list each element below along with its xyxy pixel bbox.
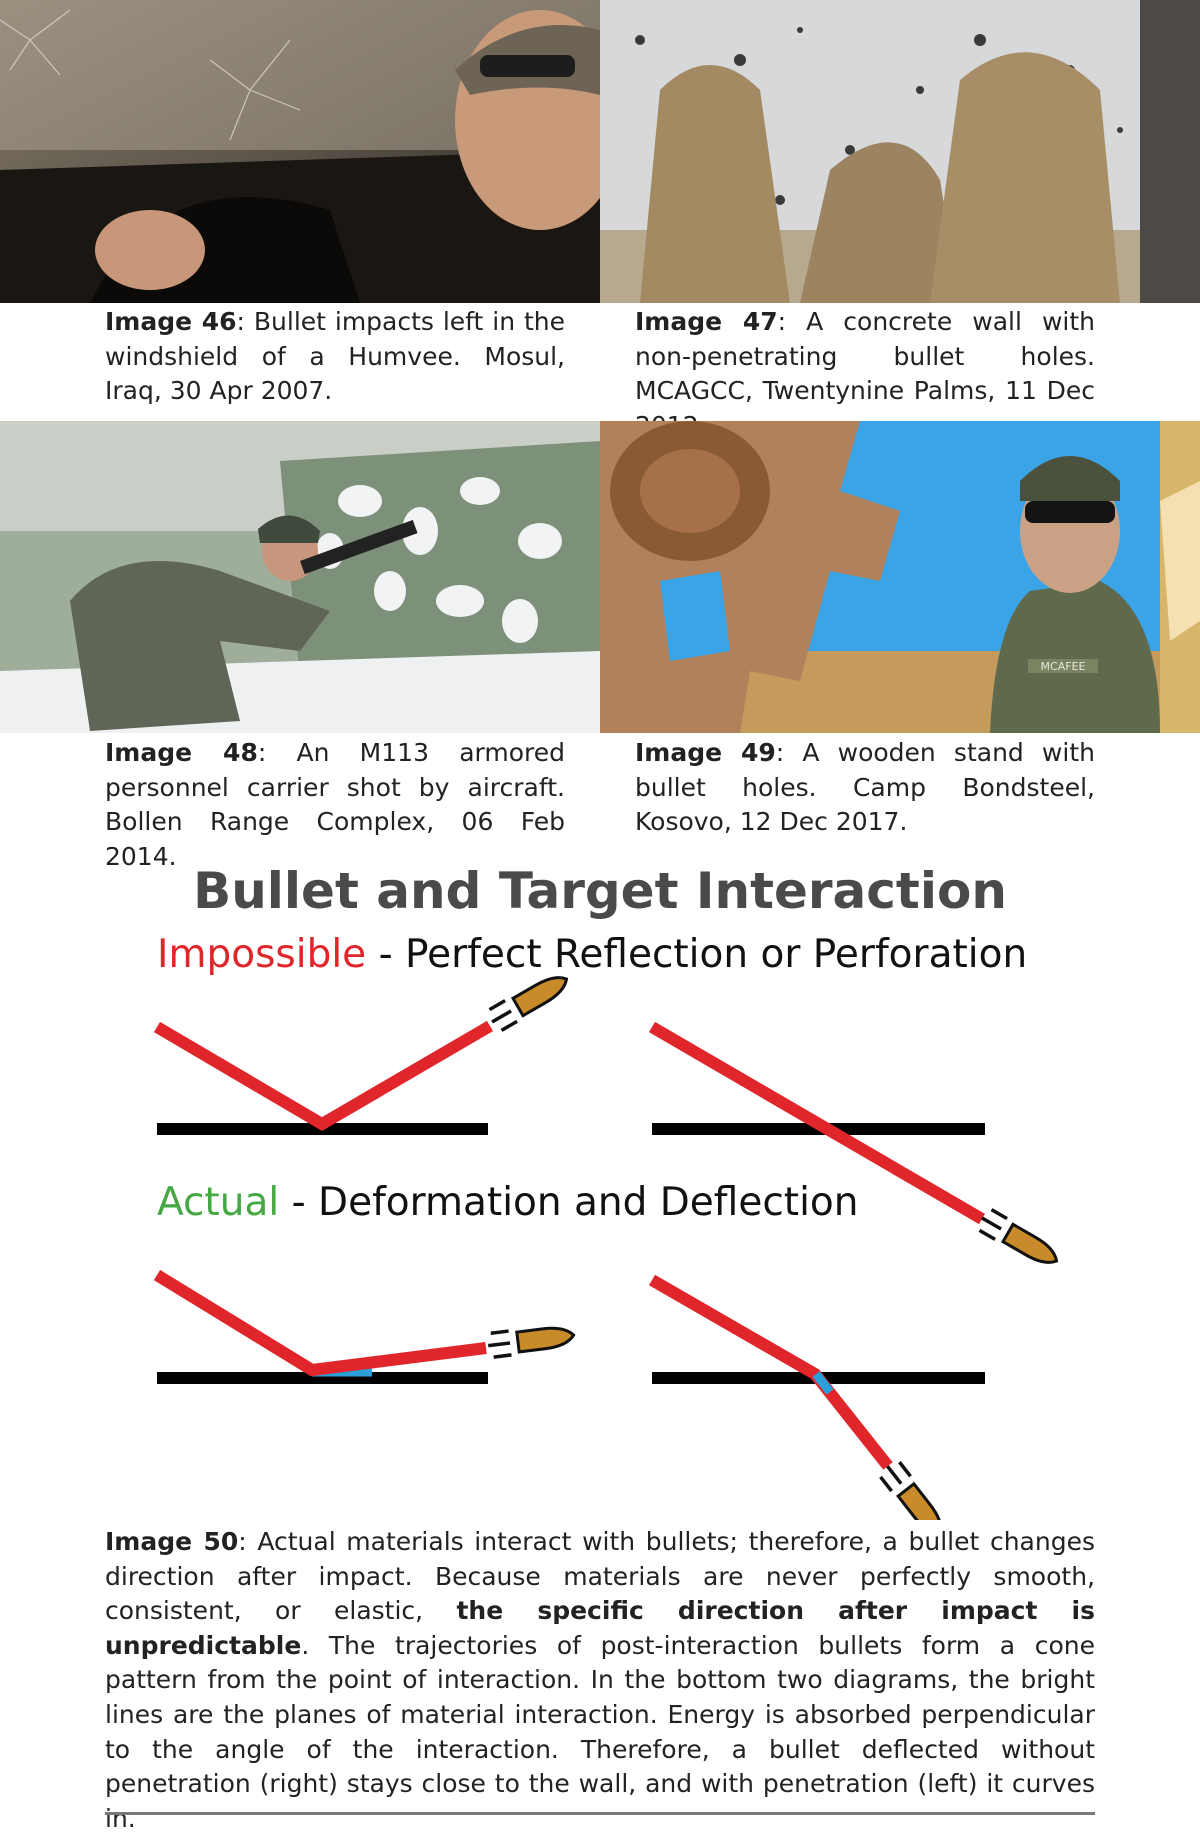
caption-label: Image 48 bbox=[105, 738, 258, 767]
bullet-icon bbox=[974, 1205, 1065, 1274]
trajectory-line bbox=[153, 1020, 494, 1131]
photo-humvee-windshield bbox=[0, 0, 600, 303]
caption-text-before: : Actual materials interact with bullets… bbox=[105, 1527, 1095, 1626]
bullet-icon bbox=[485, 1321, 577, 1360]
bullet-icon bbox=[484, 966, 575, 1035]
impossible-keyword: Impossible bbox=[157, 932, 367, 977]
caption-text: : A wooden stand with bullet holes. Camp… bbox=[635, 738, 1095, 836]
interaction-diagram bbox=[153, 966, 1065, 1520]
nametape: MCAFEE bbox=[1041, 660, 1086, 673]
caption-label: Image 47 bbox=[635, 307, 778, 336]
actual-rest: - Deformation and Deflection bbox=[279, 1180, 859, 1225]
diagram-perfect-perforation bbox=[648, 1021, 1065, 1274]
caption-image-46: Image 46: Bullet impacts left in the win… bbox=[105, 305, 565, 409]
caption-text: : Bullet impacts left in the windshield … bbox=[105, 307, 565, 405]
caption-text: : An M113 armored personnel carrier shot… bbox=[105, 738, 565, 871]
subhead-actual: Actual - Deformation and Deflection bbox=[157, 1180, 859, 1225]
photo-wooden-stand: MCAFEE bbox=[600, 421, 1200, 733]
caption-image-48: Image 48: An M113 armored personnel carr… bbox=[105, 736, 565, 874]
caption-bold-text: the specific direction after impact is u… bbox=[105, 1596, 1095, 1660]
caption-image-50: Image 50: Actual materials interact with… bbox=[105, 1525, 1095, 1836]
interaction-plane bbox=[812, 1371, 834, 1395]
photo-concrete-wall bbox=[600, 0, 1200, 303]
caption-label: Image 49 bbox=[635, 738, 776, 767]
caption-text-after: . The trajectories of post-interaction b… bbox=[105, 1630, 1095, 1833]
diagram-title: Bullet and Target Interaction bbox=[193, 862, 1007, 920]
caption-image-49: Image 49: A wooden stand with bullet hol… bbox=[635, 736, 1095, 840]
trajectory-line bbox=[648, 1021, 986, 1225]
caption-label: Image 46 bbox=[105, 307, 237, 336]
actual-keyword: Actual bbox=[157, 1180, 280, 1225]
subhead-impossible: Impossible - Perfect Reflection or Perfo… bbox=[157, 932, 1027, 977]
impossible-rest: - Perfect Reflection or Perforation bbox=[366, 932, 1028, 977]
bullet-icon bbox=[876, 1457, 952, 1520]
bottom-divider bbox=[105, 1812, 1095, 1815]
diagram-perfect-reflection bbox=[153, 966, 575, 1135]
photo-m113-armored-carrier bbox=[0, 421, 600, 733]
trajectory-line bbox=[649, 1274, 893, 1470]
caption-label: Image 50 bbox=[105, 1527, 239, 1556]
diagram-penetration bbox=[649, 1274, 985, 1520]
diagram-deflection bbox=[153, 1269, 577, 1384]
trajectory-line bbox=[153, 1269, 487, 1377]
